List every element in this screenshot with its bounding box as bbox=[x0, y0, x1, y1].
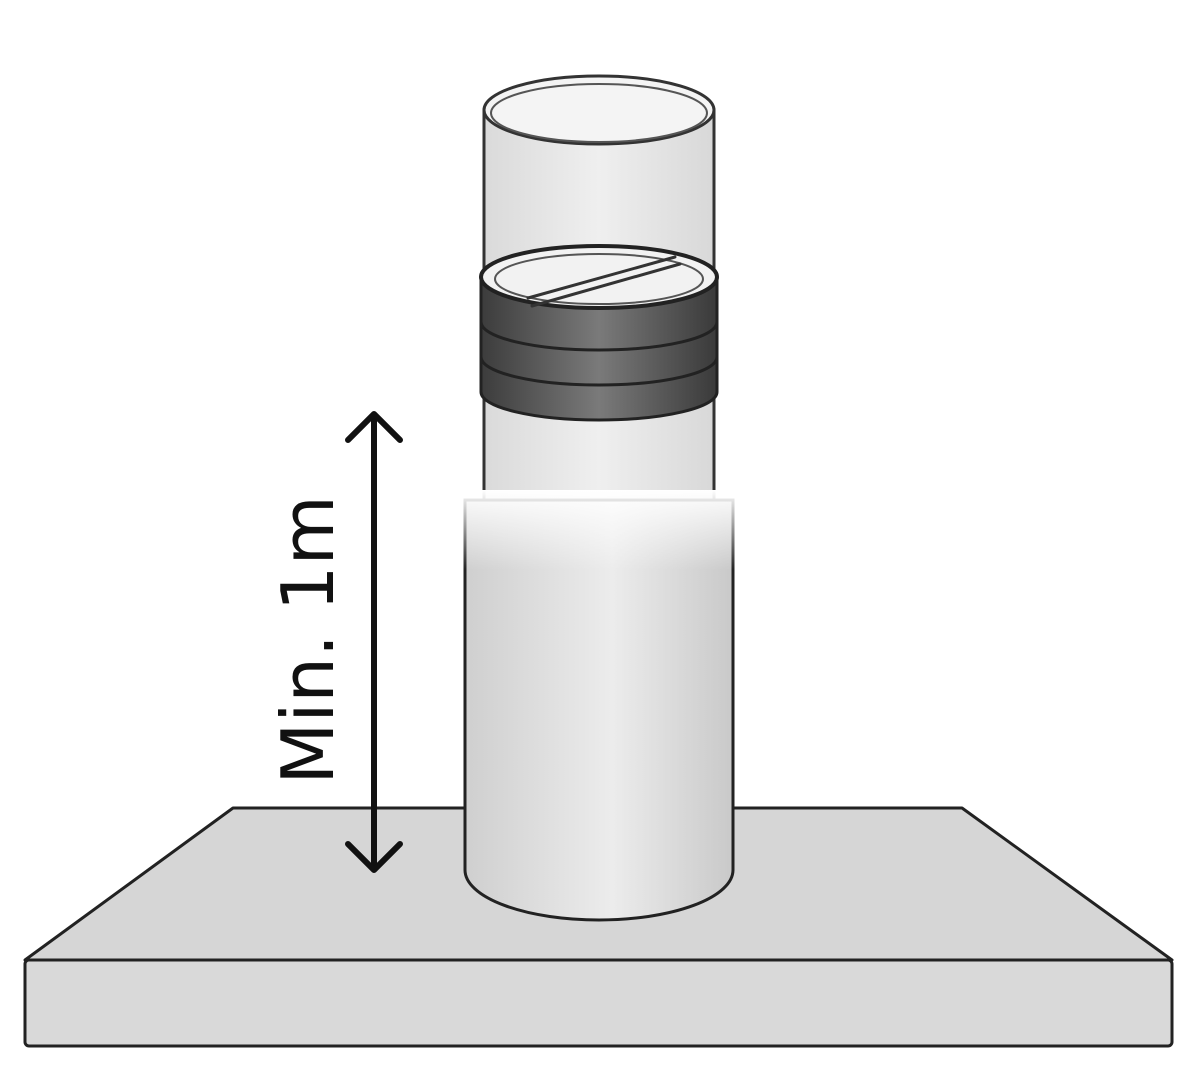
band-top-inner bbox=[494, 253, 704, 305]
arrow-head-up bbox=[345, 411, 403, 443]
slot-line bbox=[526, 255, 682, 308]
tube-top-rim bbox=[482, 74, 716, 146]
band-groove-1 bbox=[479, 321, 719, 352]
height-dimension-arrow: Min. 1m bbox=[266, 411, 403, 873]
band-body bbox=[479, 273, 719, 422]
tube-assembly bbox=[460, 74, 740, 922]
arrow-head-down bbox=[345, 841, 403, 873]
liquid-column bbox=[463, 498, 735, 922]
band-groove-2 bbox=[479, 356, 719, 387]
dimension-label: Min. 1m bbox=[266, 495, 350, 784]
tube-top-inner bbox=[490, 83, 708, 143]
liquid-surface-fade bbox=[460, 490, 740, 570]
reflector-ring-band bbox=[479, 244, 719, 422]
base-plate-front bbox=[23, 958, 1174, 1048]
